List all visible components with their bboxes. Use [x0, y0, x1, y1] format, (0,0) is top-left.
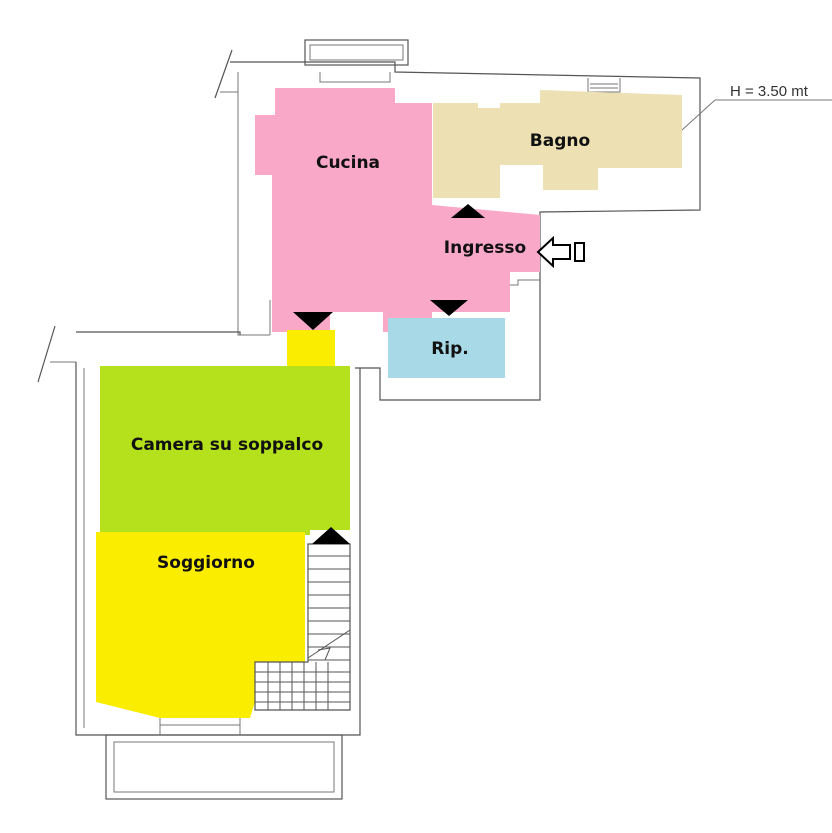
room-camera: [100, 366, 350, 535]
label-soggiorno: Soggiorno: [157, 553, 255, 573]
door-triangle-icon: [430, 300, 468, 316]
label-cucina: Cucina: [316, 153, 380, 173]
corridor: [287, 330, 335, 370]
bottom-balcony: [105, 734, 343, 800]
top-balcony: [304, 39, 409, 66]
wall-outlines: [37, 39, 832, 800]
room-ripostiglio: [388, 318, 505, 378]
label-ripostiglio: Rip.: [431, 339, 469, 359]
room-bagno: [433, 90, 682, 198]
label-bagno: Bagno: [530, 131, 590, 151]
door-triangle-icon: [293, 312, 333, 330]
room-ingresso: [432, 205, 540, 312]
door-markers: [293, 204, 485, 544]
label-ingresso: Ingresso: [444, 238, 526, 258]
label-camera: Camera su soppalco: [131, 435, 323, 455]
room-soggiorno: [96, 532, 305, 718]
door-triangle-icon: [451, 204, 485, 218]
height-annotation: H = 3.50 mt: [730, 83, 809, 100]
entrance-arrow-icon: [536, 235, 585, 269]
door-triangle-icon: [312, 527, 350, 544]
room-cucina: [255, 88, 432, 332]
